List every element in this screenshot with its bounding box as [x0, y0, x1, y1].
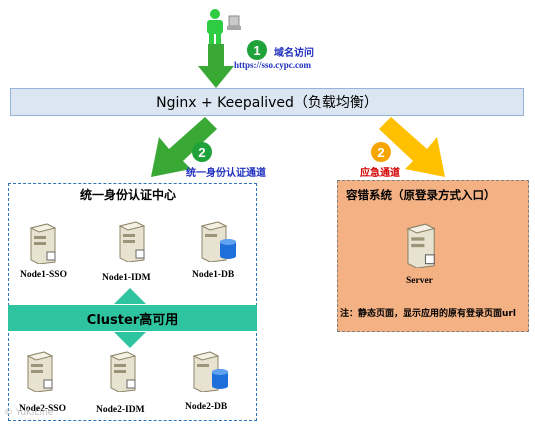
- nginx-label: Nginx + Keepalived（负载均衡）: [156, 95, 378, 111]
- database-server-icon: [192, 351, 228, 392]
- node-label: Node1-SSO: [20, 270, 67, 280]
- node-label: Node2-IDM: [96, 405, 145, 415]
- watermark: © YuKiLine: [4, 408, 54, 418]
- node-label: Node1-IDM: [102, 273, 151, 283]
- fallback-system-title: 容错系统（原登录方式入口）: [346, 188, 496, 202]
- node-label: Node2-SSO: [19, 404, 66, 414]
- server-icon: [118, 221, 146, 262]
- server-icon: [109, 351, 137, 392]
- node-label: Node1-DB: [192, 270, 235, 280]
- sso-channel-label: 统一身份认证通道: [186, 168, 266, 179]
- server-label: Server: [406, 276, 433, 286]
- server-icon: [29, 223, 57, 264]
- domain-access-label: 域名访问: [274, 48, 314, 59]
- sso-center-title: 统一身份认证中心: [80, 188, 177, 202]
- step-1-badge: 1: [247, 40, 267, 60]
- step-2-badge-right: 2: [371, 142, 391, 162]
- cluster-label: Cluster高可用: [86, 312, 179, 328]
- down-arrow-icon: [198, 44, 234, 88]
- left-arrow-icon: [151, 117, 217, 177]
- emergency-channel-label: 应急通道: [360, 168, 400, 179]
- sso-url[interactable]: https://sso.cypc.com: [234, 60, 311, 70]
- database-server-icon: [200, 221, 236, 262]
- user-icon: [207, 9, 241, 45]
- server-icon: [26, 351, 54, 392]
- cluster-ha-bar: Cluster高可用: [8, 305, 257, 331]
- right-arrow-icon: [379, 117, 445, 177]
- server-icon: [406, 223, 436, 268]
- node-label: Node2-DB: [185, 402, 228, 412]
- nginx-load-balancer: Nginx + Keepalived（负载均衡）: [10, 88, 524, 116]
- step-2-badge-left: 2: [192, 142, 212, 162]
- fallback-note: 注：静态页面，显示应用的原有登录页面url: [340, 309, 516, 319]
- cluster-connector: [114, 288, 146, 348]
